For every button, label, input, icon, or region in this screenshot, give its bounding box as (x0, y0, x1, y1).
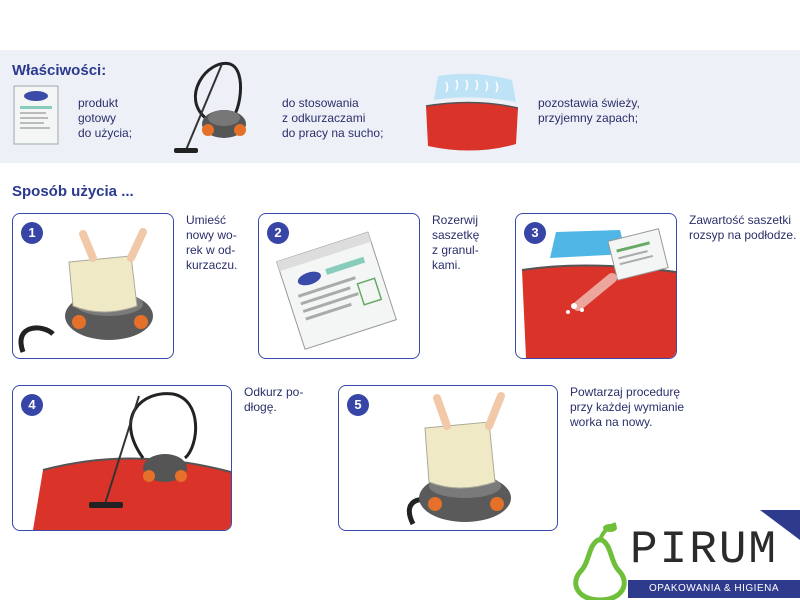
step-4-illustration (33, 392, 231, 530)
step-3-illustration (521, 228, 676, 358)
step-1-text: Umieść nowy wo- rek w od- kurzaczu. (186, 213, 238, 272)
step-5-number: 5 (347, 394, 369, 416)
step-4-panel: 4 (12, 385, 232, 531)
step-2-text: Rozerwij saszetkę z granul- kami. (432, 213, 480, 272)
property-dry-vacuums: do stosowania z odkurzaczami do pracy na… (282, 96, 384, 140)
step-5-panel: 5 (338, 385, 558, 531)
step-4-text: Odkurz po- dłogę. (244, 385, 304, 414)
step-3-number: 3 (524, 222, 546, 244)
sachet-illustration (12, 84, 60, 146)
properties-band (0, 50, 800, 163)
step-5-illustration (406, 392, 511, 526)
step-5-text: Powtarzaj procedurę przy każdej wymianie… (570, 385, 685, 429)
logo-tagline: OPAKOWANIA & HIGIENA (628, 580, 800, 598)
step-2-illustration (275, 231, 397, 350)
step-1-number: 1 (21, 222, 43, 244)
pirum-logo: PIRUM OPAKOWANIA & HIGIENA (570, 510, 800, 600)
step-1-illustration (18, 228, 153, 353)
fresh-carpet-illustration (424, 72, 520, 154)
properties-title: Właściwości: (12, 62, 107, 79)
usage-title: Sposób użycia ... (12, 183, 134, 200)
step-2-panel: 2 (258, 213, 420, 359)
step-4-number: 4 (21, 394, 43, 416)
vacuum-illustration (168, 58, 260, 162)
step-3-panel: 3 (515, 213, 677, 359)
step-1-panel: 1 (12, 213, 174, 359)
step-3-text: Zawartość saszetki rozsyp na podłodze. (689, 213, 797, 242)
property-ready-to-use: produkt gotowy do użycia; (78, 96, 133, 140)
step-2-number: 2 (267, 222, 289, 244)
property-fresh-scent: pozostawia świeży, przyjemny zapach; (538, 96, 640, 125)
logo-wordmark: PIRUM (630, 524, 779, 576)
